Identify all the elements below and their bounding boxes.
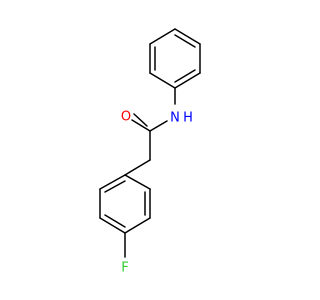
nitrogen-atom-label: N (170, 111, 180, 126)
bond (99, 217, 126, 234)
double-bond-inner (174, 69, 196, 83)
bond (149, 120, 168, 132)
bond (124, 217, 151, 234)
double-bond-inner (104, 214, 126, 228)
oxygen-atom-label: O (121, 110, 131, 125)
bond (124, 174, 151, 190)
phenyl-ring-top (149, 28, 201, 89)
bond (149, 72, 176, 89)
molecule-structure: O N H F (99, 28, 201, 276)
fluorophenyl-ring (99, 174, 151, 234)
structure-canvas: O N H F (99, 28, 201, 276)
bond (149, 28, 176, 45)
bond (99, 174, 126, 190)
hydrogen-atom-label: H (183, 111, 193, 126)
bond (174, 72, 201, 89)
double-bond-inner (104, 180, 126, 193)
double-bond-inner (174, 34, 196, 48)
carbonyl-double-bond (133, 113, 148, 127)
carbonyl-double-bond (131, 119, 151, 132)
bond (124, 159, 151, 176)
bond (174, 28, 201, 45)
fluorine-atom-label: F (121, 261, 128, 276)
